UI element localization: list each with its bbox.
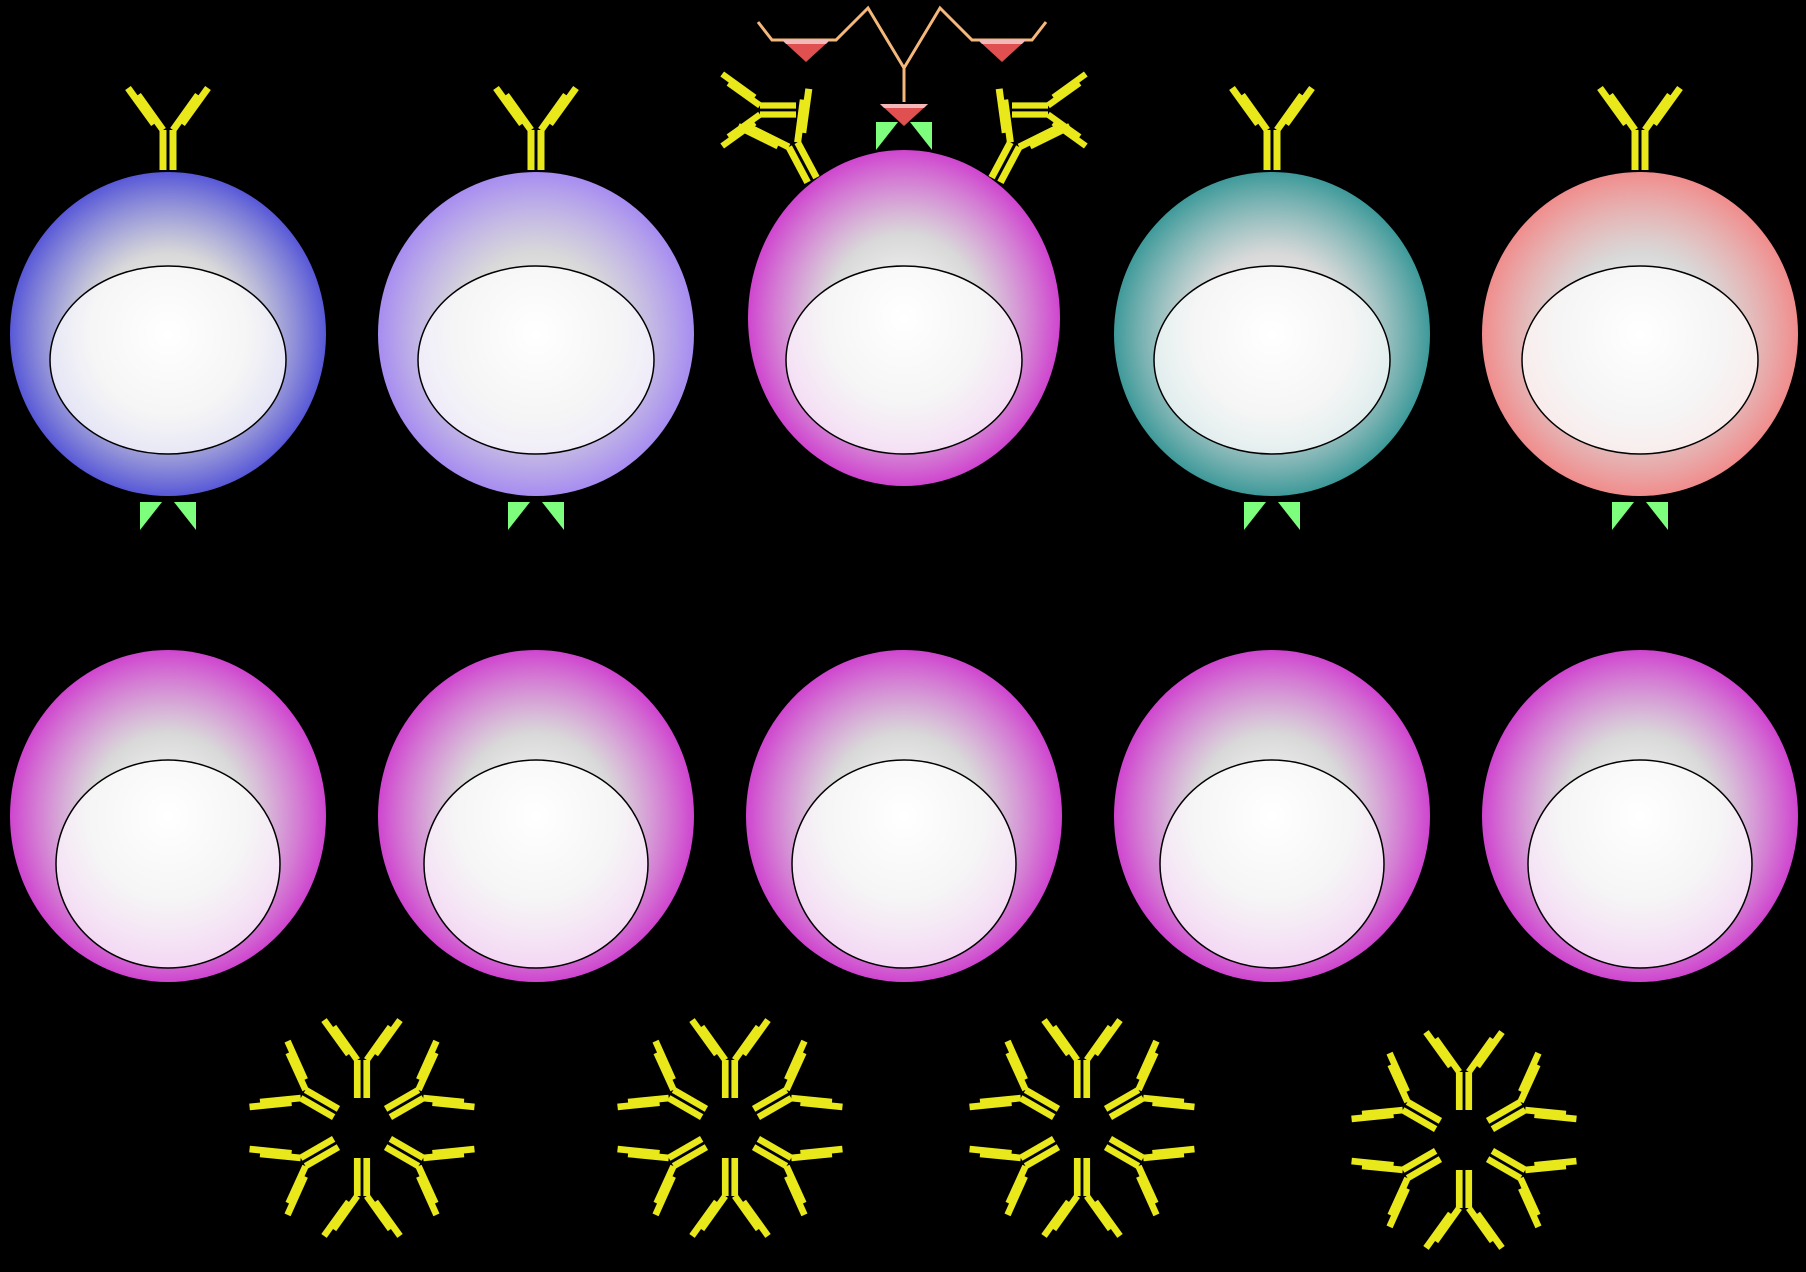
nucleus — [786, 266, 1022, 454]
bottom-row-plasma-cells — [10, 650, 1798, 982]
nucleus — [56, 760, 280, 968]
plasma-cell-3 — [746, 650, 1062, 982]
nucleus — [792, 760, 1016, 968]
nucleus — [424, 760, 648, 968]
nucleus — [1154, 266, 1390, 454]
plasma-cell-2 — [378, 650, 694, 982]
nucleus — [418, 266, 654, 454]
nucleus — [50, 266, 286, 454]
plasma-cell-5 — [1482, 650, 1798, 982]
nucleus — [1160, 760, 1384, 968]
plasma-cell-1 — [10, 650, 326, 982]
nucleus — [1522, 266, 1758, 454]
nucleus — [1528, 760, 1752, 968]
plasma-cell-4 — [1114, 650, 1430, 982]
